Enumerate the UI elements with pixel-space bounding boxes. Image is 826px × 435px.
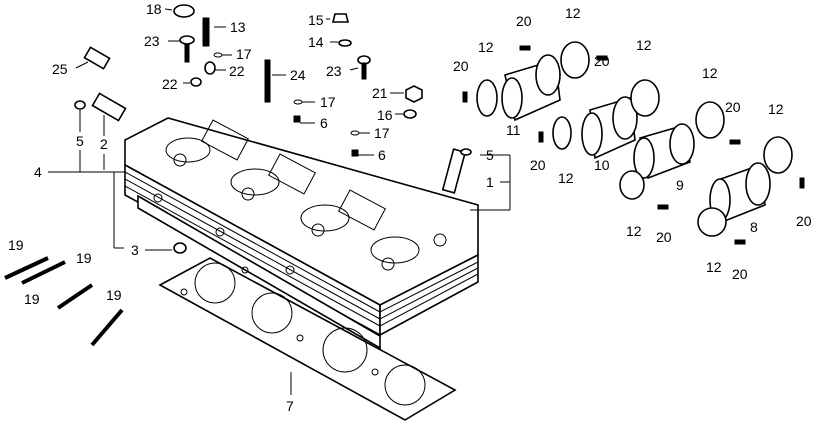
intake-assembly: [462, 41, 805, 245]
label-19: 19: [106, 287, 122, 303]
label-12: 12: [565, 5, 581, 21]
label-20: 20: [656, 229, 672, 245]
label-19: 19: [24, 291, 40, 307]
stud-bolts: [4, 256, 124, 347]
label-4: 4: [34, 164, 42, 180]
label-5: 5: [76, 133, 84, 149]
label-14: 14: [308, 34, 324, 50]
label-2: 2: [100, 136, 108, 152]
label-18: 18: [146, 1, 162, 17]
label-20: 20: [530, 157, 546, 173]
label-12: 12: [768, 101, 784, 117]
label-20: 20: [594, 53, 610, 69]
part-number-labels: 18 13 23 17 22 22 24 25 15 14 23 21 16 1…: [8, 1, 812, 414]
label-8: 8: [750, 219, 758, 235]
label-24: 24: [290, 67, 306, 83]
label-9: 9: [676, 177, 684, 193]
label-12: 12: [626, 223, 642, 239]
label-23: 23: [326, 63, 342, 79]
label-12: 12: [558, 170, 574, 186]
head-small-parts: [74, 4, 472, 254]
label-25: 25: [52, 61, 68, 77]
label-6: 6: [378, 147, 386, 163]
label-20: 20: [732, 266, 748, 282]
label-17: 17: [236, 46, 252, 62]
label-16: 16: [377, 107, 393, 123]
label-5: 5: [486, 147, 494, 163]
label-20: 20: [453, 58, 469, 74]
label-17: 17: [374, 125, 390, 141]
label-20: 20: [725, 99, 741, 115]
label-21: 21: [372, 85, 388, 101]
label-22: 22: [229, 63, 245, 79]
leader-lines: [48, 8, 511, 395]
label-10: 10: [594, 157, 610, 173]
label-7: 7: [286, 398, 294, 414]
label-3: 3: [131, 242, 139, 258]
label-17: 17: [320, 94, 336, 110]
label-20: 20: [516, 13, 532, 29]
label-1: 1: [486, 174, 494, 190]
cylinder-head: [124, 117, 479, 350]
label-23: 23: [144, 33, 160, 49]
head-gasket: [158, 257, 457, 421]
label-19: 19: [76, 250, 92, 266]
label-15: 15: [308, 12, 324, 28]
label-13: 13: [230, 19, 246, 35]
label-12: 12: [706, 259, 722, 275]
label-12: 12: [636, 37, 652, 53]
label-6: 6: [320, 115, 328, 131]
label-12: 12: [702, 65, 718, 81]
label-12: 12: [478, 39, 494, 55]
label-11: 11: [506, 122, 521, 138]
label-19: 19: [8, 237, 24, 253]
label-20: 20: [796, 213, 812, 229]
label-22: 22: [162, 76, 178, 92]
